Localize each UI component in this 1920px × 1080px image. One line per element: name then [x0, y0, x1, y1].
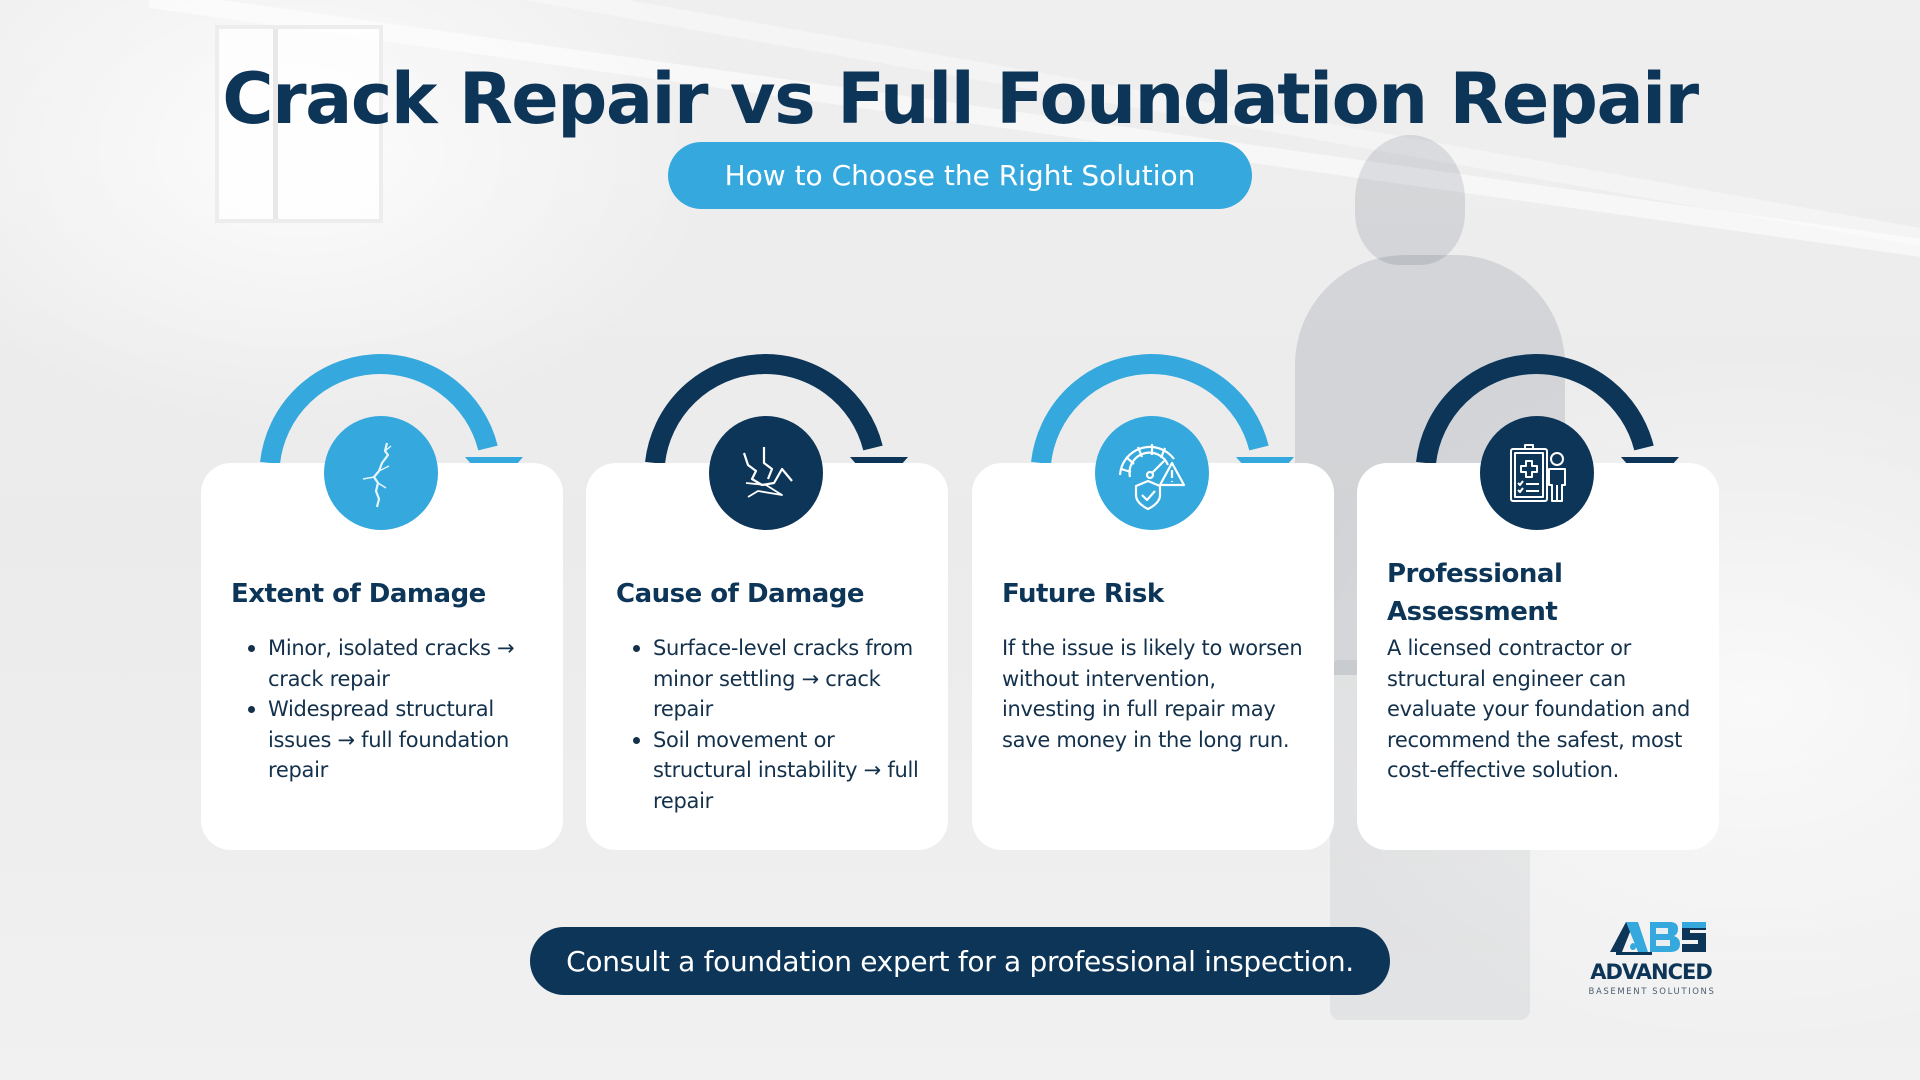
card-body: Surface-level cracks from minor settling… [616, 633, 928, 816]
basement-window [215, 25, 383, 223]
card-paragraph: A licensed contractor or structural engi… [1387, 636, 1691, 782]
card-heading: Extent of Damage [231, 579, 486, 609]
company-logo: ADVANCED BASEMENT SOLUTIONS [1588, 918, 1718, 1004]
subtitle-pill: How to Choose the Right Solution [668, 142, 1252, 209]
crack-icon [324, 416, 438, 530]
subtitle-text: How to Choose the Right Solution [724, 159, 1196, 192]
card-body: If the issue is likely to worsen without… [1002, 633, 1314, 755]
card-body: A licensed contractor or structural engi… [1387, 633, 1699, 786]
bullet-item: Widespread structural issues → full foun… [248, 694, 543, 786]
bullet-item: Minor, isolated cracks → crack repair [248, 633, 543, 694]
cta-text: Consult a foundation expert for a profes… [566, 944, 1354, 978]
card-heading: Professional Assessment [1387, 559, 1563, 627]
card-heading: Cause of Damage [616, 579, 865, 609]
broken-surface-icon [709, 416, 823, 530]
worker-silhouette-head [1355, 135, 1465, 265]
bullet-item: Surface-level cracks from minor settling… [633, 633, 928, 725]
clipboard-inspector-icon [1480, 416, 1594, 530]
card-paragraph: If the issue is likely to worsen without… [1002, 636, 1303, 752]
risk-gauge-shield-icon [1095, 416, 1209, 530]
page-title: Crack Repair vs Full Foundation Repair [222, 58, 1699, 140]
logo-tagline: BASEMENT SOLUTIONS [1588, 987, 1716, 997]
card-heading: Future Risk [1002, 579, 1164, 609]
bullet-item: Soil movement or structural instability … [633, 725, 928, 817]
card-extent-of-damage: Extent of Damage Minor, isolated cracks … [201, 463, 563, 850]
card-body: Minor, isolated cracks → crack repair Wi… [231, 633, 543, 786]
abs-logo-mark [1610, 922, 1706, 955]
card-professional-assessment: Professional Assessment A licensed contr… [1357, 463, 1719, 850]
consult-expert-banner: Consult a foundation expert for a profes… [530, 927, 1390, 995]
logo-wordmark: ADVANCED [1590, 960, 1713, 984]
